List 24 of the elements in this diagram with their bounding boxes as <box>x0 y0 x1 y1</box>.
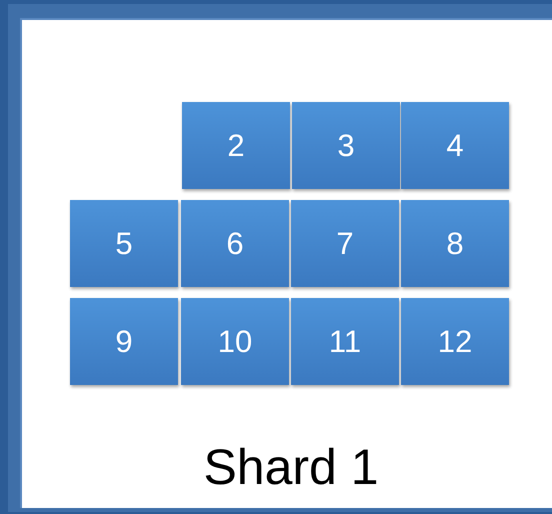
chunk-tile <box>401 102 509 189</box>
chunk-tile <box>401 200 509 287</box>
shard-panel <box>20 18 552 508</box>
chunk-number: 3 <box>337 128 355 164</box>
chunk-number: 8 <box>446 226 464 262</box>
chunk-tile <box>291 298 399 385</box>
chunk-tile <box>70 298 178 385</box>
chunk-number: 5 <box>115 226 133 262</box>
chunk-tile <box>291 200 399 287</box>
chunk-number: 10 <box>218 324 252 360</box>
shard-title: Shard 1 <box>202 438 380 496</box>
chunk-number: 7 <box>336 226 354 262</box>
chunk-tile <box>292 102 400 189</box>
chunk-tile <box>181 298 289 385</box>
chunk-tile <box>401 298 509 385</box>
chunk-tile <box>182 102 290 189</box>
chunk-number: 12 <box>438 324 472 360</box>
chunk-number: 4 <box>446 128 464 164</box>
chunk-tile <box>70 200 178 287</box>
chunk-number: 2 <box>227 128 245 164</box>
chunk-number: 6 <box>226 226 244 262</box>
chunk-tile <box>181 200 289 287</box>
chunk-number: 11 <box>328 324 362 360</box>
chunk-number: 9 <box>115 324 133 360</box>
